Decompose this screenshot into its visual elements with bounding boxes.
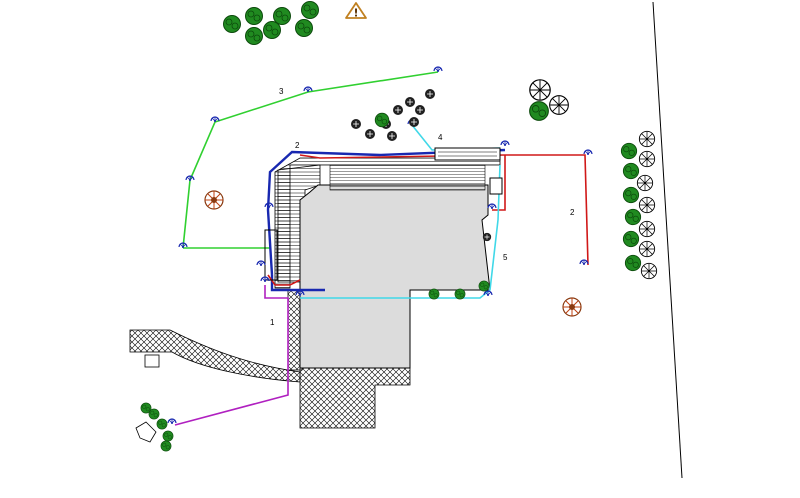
shrub (454, 288, 466, 300)
shrub (245, 27, 263, 45)
zone-2-blue-pipe (266, 148, 506, 276)
shrub (428, 288, 440, 300)
shrub (392, 104, 404, 116)
tree (562, 297, 582, 317)
shrubs-southwest (135, 402, 174, 452)
shrub (529, 79, 551, 101)
shrub (549, 95, 569, 115)
shrub (640, 262, 658, 280)
sprinkler-head (256, 260, 266, 267)
zone-5-pipe (300, 164, 501, 299)
shrubs-north (223, 1, 319, 45)
valve-manifold-detail (438, 151, 497, 157)
sprinkler-head (500, 140, 510, 147)
sprinkler-head (579, 259, 589, 266)
shrub (529, 101, 549, 121)
entrance-patio (299, 367, 411, 429)
zone-label-1: 1 (270, 318, 275, 327)
zone-label-3: 3 (279, 87, 284, 96)
warning-triangle-icon: ! (345, 2, 367, 20)
zone-2-red-branch (492, 155, 506, 211)
boulder (135, 421, 157, 443)
shrub (223, 15, 241, 33)
shrub (148, 408, 160, 420)
shrub (624, 208, 642, 226)
shrub (160, 440, 172, 452)
shrubs-northeast (350, 79, 569, 142)
zone-1-pipe (174, 285, 289, 426)
shrub (263, 21, 281, 39)
zone-label-5: 5 (503, 253, 508, 262)
deck-stairs (277, 164, 321, 283)
shrub (624, 254, 642, 272)
house (299, 184, 491, 369)
shrub (295, 19, 313, 37)
valve-box-west (264, 229, 278, 281)
shrub (638, 150, 656, 168)
house-roof-ridge (329, 164, 486, 191)
shrub (638, 240, 656, 258)
shrub (350, 118, 362, 130)
shrub (386, 130, 398, 142)
shrub (622, 186, 640, 204)
shrub (636, 174, 654, 192)
zone-label-4: 4 (438, 133, 443, 142)
zone-label-2-north: 2 (295, 141, 300, 150)
shrub (622, 230, 640, 248)
valve-manifold (434, 147, 501, 161)
sprinkler-head (264, 202, 274, 209)
shrub (622, 162, 640, 180)
zone-4-pipe (411, 124, 501, 151)
shrub (374, 112, 390, 128)
shrub (482, 232, 492, 242)
sprinkler-head (487, 203, 497, 210)
sprinkler-head (167, 418, 177, 425)
shrub (156, 418, 168, 430)
shrub (364, 128, 376, 140)
shrub (424, 88, 436, 100)
property-line (652, 1, 683, 479)
svg-text:!: ! (353, 7, 358, 20)
shrub (245, 7, 263, 25)
sprinkler-head (185, 175, 195, 182)
shrub (478, 280, 490, 292)
shrub (162, 430, 174, 442)
tree (204, 190, 224, 210)
shrub (414, 104, 426, 116)
mailbox (144, 354, 160, 368)
shrub (638, 220, 656, 238)
shrub (408, 116, 420, 128)
shrubs-east (620, 130, 658, 280)
shrub (638, 130, 656, 148)
controller-box (489, 177, 503, 195)
zone-label-2-east: 2 (570, 208, 575, 217)
shrub (620, 142, 638, 160)
shrub (273, 7, 291, 25)
shrub (638, 196, 656, 214)
shrub (404, 96, 416, 108)
shrub (301, 1, 319, 19)
sprinkler-head (433, 66, 443, 73)
